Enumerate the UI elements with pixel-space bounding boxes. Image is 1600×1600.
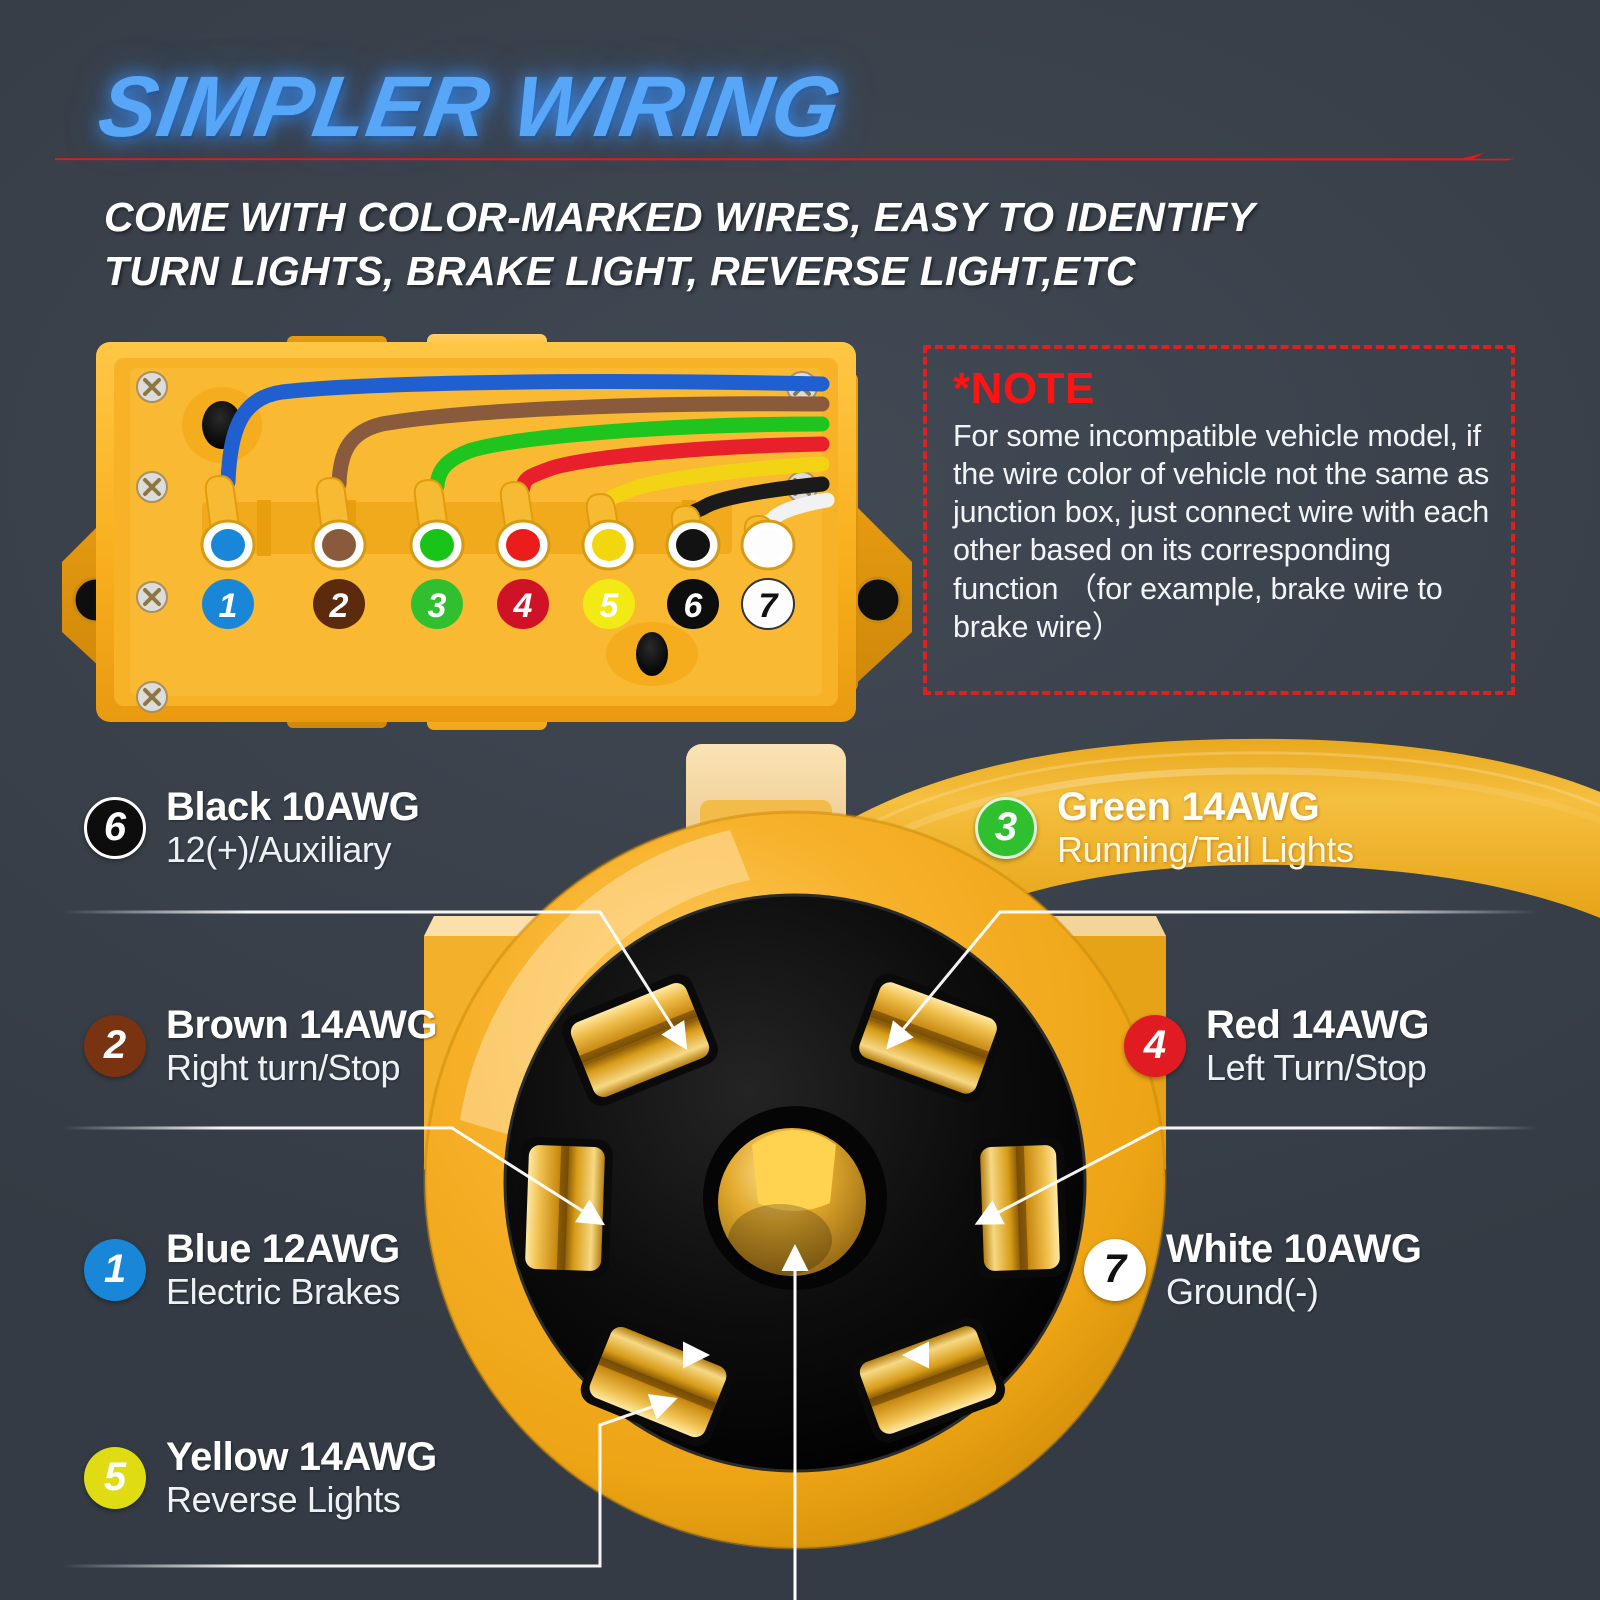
badge-3: 3 bbox=[975, 796, 1037, 859]
note-box: *NOTE For some incompatible vehicle mode… bbox=[923, 345, 1515, 695]
legend-function-7: Ground(-) bbox=[1166, 1271, 1319, 1313]
svg-text:3: 3 bbox=[428, 587, 447, 625]
legend-text-7: White 10AWG Ground(-) bbox=[1166, 1228, 1422, 1312]
title-accent-line bbox=[55, 152, 1515, 161]
svg-text:1: 1 bbox=[219, 587, 238, 625]
legend-function-4: Left Turn/Stop bbox=[1206, 1047, 1427, 1089]
legend-function-2: Right turn/Stop bbox=[166, 1047, 401, 1089]
legend-name-5: Yellow 14AWG bbox=[166, 1435, 437, 1479]
svg-text:4: 4 bbox=[513, 587, 533, 625]
legend-item-4[interactable]: 4 Red 14AWG Left Turn/Stop bbox=[1124, 1003, 1430, 1089]
legend-text-5: Yellow 14AWG Reverse Lights bbox=[166, 1436, 437, 1520]
legend-text-4: Red 14AWG Left Turn/Stop bbox=[1206, 1003, 1430, 1089]
junction-box-image: 1 2 3 4 5 6 7 bbox=[52, 332, 922, 732]
badge-2: 2 bbox=[84, 1014, 146, 1077]
badge-4: 4 bbox=[1124, 1014, 1186, 1077]
legend-item-3[interactable]: 3 Green 14AWG Running/Tail Lights bbox=[975, 786, 1354, 870]
legend-function-5: Reverse Lights bbox=[166, 1479, 401, 1521]
legend-text-3: Green 14AWG Running/Tail Lights bbox=[1057, 786, 1354, 870]
legend-name-4: Red 14AWG bbox=[1206, 1003, 1430, 1047]
note-body: For some incompatible vehicle model, if … bbox=[953, 419, 1490, 644]
svg-text:5: 5 bbox=[600, 587, 620, 625]
legend-text-1: Blue 12AWG Electric Brakes bbox=[166, 1228, 400, 1312]
svg-text:6: 6 bbox=[684, 587, 704, 625]
page-subtitle: COME WITH COLOR-MARKED WIRES, EASY TO ID… bbox=[104, 190, 1504, 298]
legend-function-3: Running/Tail Lights bbox=[1057, 829, 1354, 871]
svg-text:2: 2 bbox=[329, 587, 349, 625]
badge-6: 6 bbox=[84, 796, 146, 859]
badge-1: 1 bbox=[84, 1238, 146, 1301]
svg-text:7: 7 bbox=[759, 587, 780, 625]
legend-item-7[interactable]: 7 White 10AWG Ground(-) bbox=[1084, 1228, 1422, 1312]
legend-item-5[interactable]: 5 Yellow 14AWG Reverse Lights bbox=[84, 1436, 437, 1520]
note-title: *NOTE bbox=[953, 364, 1095, 413]
legend-item-6[interactable]: 6 Black 10AWG 12(+)/Auxiliary bbox=[84, 786, 420, 870]
legend-item-2[interactable]: 2 Brown 14AWG Right turn/Stop bbox=[84, 1003, 438, 1089]
subtitle-line-2: TURN LIGHTS, BRAKE LIGHT, REVERSE LIGHT,… bbox=[104, 248, 1136, 295]
legend-text-2: Brown 14AWG Right turn/Stop bbox=[166, 1003, 438, 1089]
subtitle-line-1: COME WITH COLOR-MARKED WIRES, EASY TO ID… bbox=[104, 194, 1256, 240]
legend-function-1: Electric Brakes bbox=[166, 1271, 401, 1313]
legend-function-6: 12(+)/Auxiliary bbox=[166, 829, 392, 871]
legend-name-7: White 10AWG bbox=[1166, 1227, 1422, 1271]
legend-name-1: Blue 12AWG bbox=[166, 1227, 400, 1271]
legend-text-6: Black 10AWG 12(+)/Auxiliary bbox=[166, 786, 420, 870]
page-title: SIMPLER WIRING bbox=[92, 59, 848, 155]
legend-name-3: Green 14AWG bbox=[1057, 785, 1320, 829]
badge-7: 7 bbox=[1084, 1238, 1146, 1301]
legend-item-1[interactable]: 1 Blue 12AWG Electric Brakes bbox=[84, 1228, 400, 1312]
badge-5: 5 bbox=[84, 1446, 146, 1509]
legend-name-6: Black 10AWG bbox=[166, 785, 420, 829]
legend-name-2: Brown 14AWG bbox=[166, 1003, 438, 1047]
